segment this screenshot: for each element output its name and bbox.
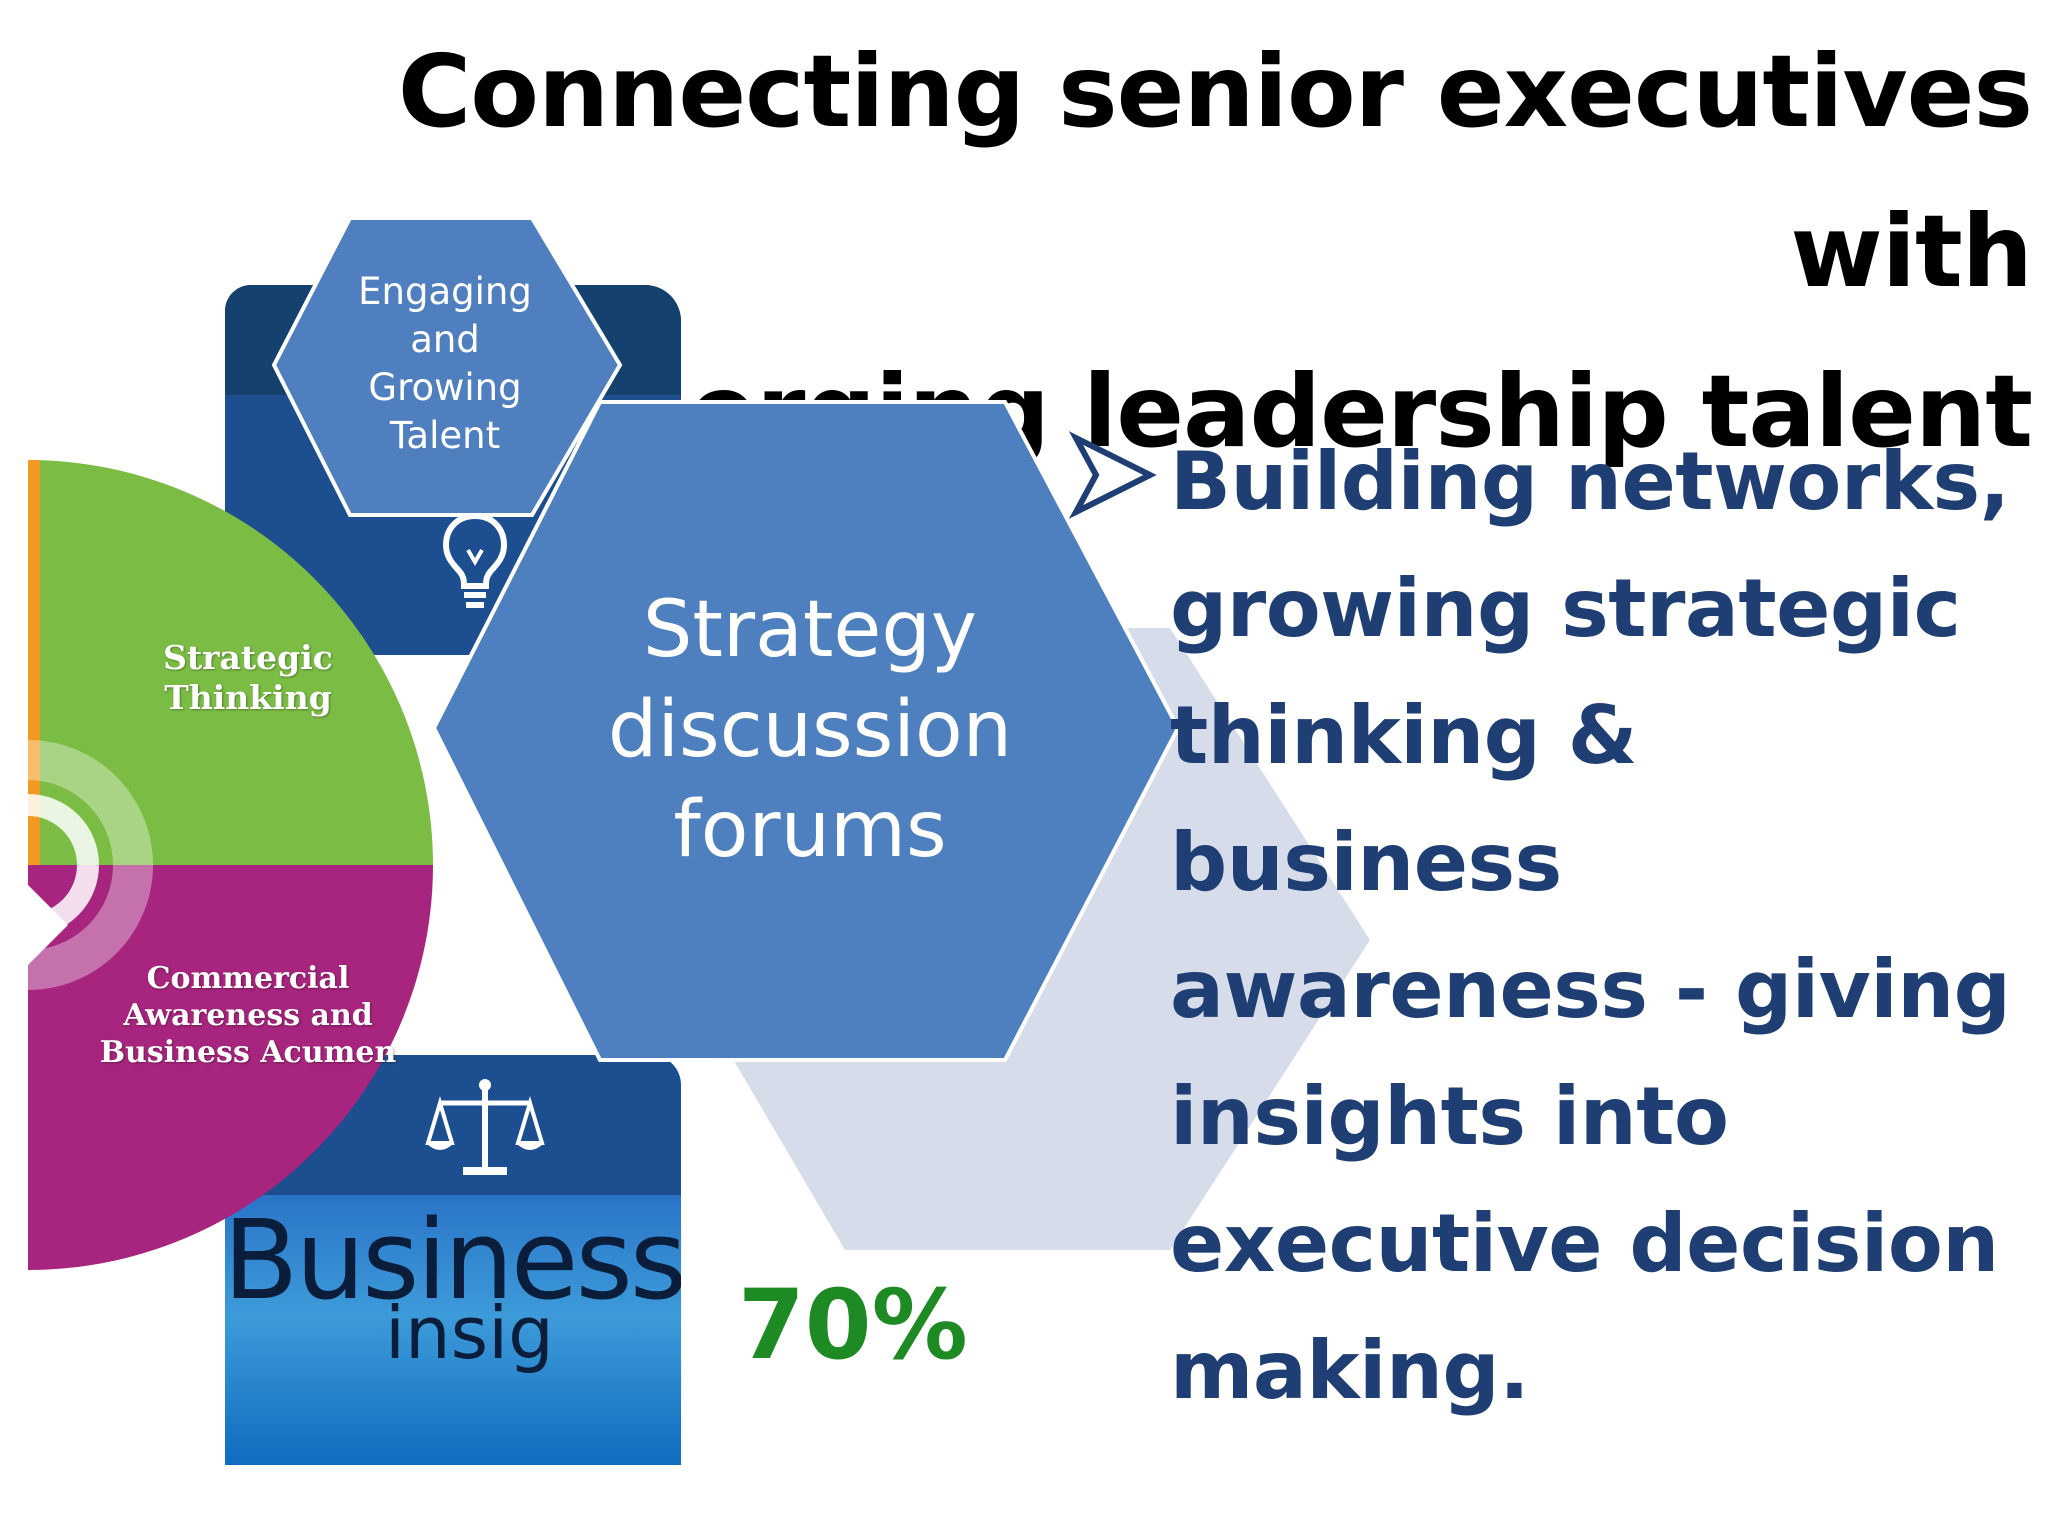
- bullet-text: Building networks, growing strategic thi…: [1170, 418, 2030, 1434]
- wheel-magenta-segment: [28, 865, 433, 1270]
- wheel-upper-label: Strategic Thinking: [163, 638, 333, 717]
- business-image-text: Business: [225, 1196, 681, 1324]
- bullet-line: making.: [1170, 1324, 1530, 1417]
- bullet-line: Building networks,: [1170, 435, 2010, 528]
- arrow-bullet-icon: [1068, 431, 1157, 519]
- bullet-line: growing strategic: [1170, 562, 1961, 655]
- bullet-line: thinking & business: [1170, 689, 1638, 909]
- hexagon-top-label: Engaging and Growing Talent: [358, 270, 532, 457]
- business-image-subtext: insig: [385, 1291, 554, 1375]
- title-line-1: Connecting senior executives with: [397, 33, 2033, 310]
- lightbulb-icon: [442, 512, 508, 608]
- half-wheel: Strategic Thinking Commercial Awareness …: [27, 460, 458, 1274]
- hexagon-center: [431, 400, 1181, 1062]
- wheel-lower-label: Commercial Awareness and Business Acumen: [99, 961, 397, 1070]
- scales-icon: [425, 1079, 545, 1175]
- bullet-line: awareness - giving: [1170, 943, 2011, 1036]
- hexagon-top: [271, 216, 623, 517]
- bullet-line: insights into: [1170, 1070, 1729, 1163]
- wheel-green-segment: [28, 460, 433, 865]
- bullet-line: executive decision: [1170, 1197, 1999, 1290]
- bottom-image-card: Business insig: [225, 1055, 681, 1465]
- half-wheel-graphic: [27, 460, 433, 1270]
- hexagon-center-label: Strategy discussion forums: [607, 585, 1013, 875]
- wheel-orange-strip: [28, 460, 40, 865]
- percentage-value: 70%: [738, 1269, 968, 1381]
- business-insight-panel: [225, 1195, 681, 1465]
